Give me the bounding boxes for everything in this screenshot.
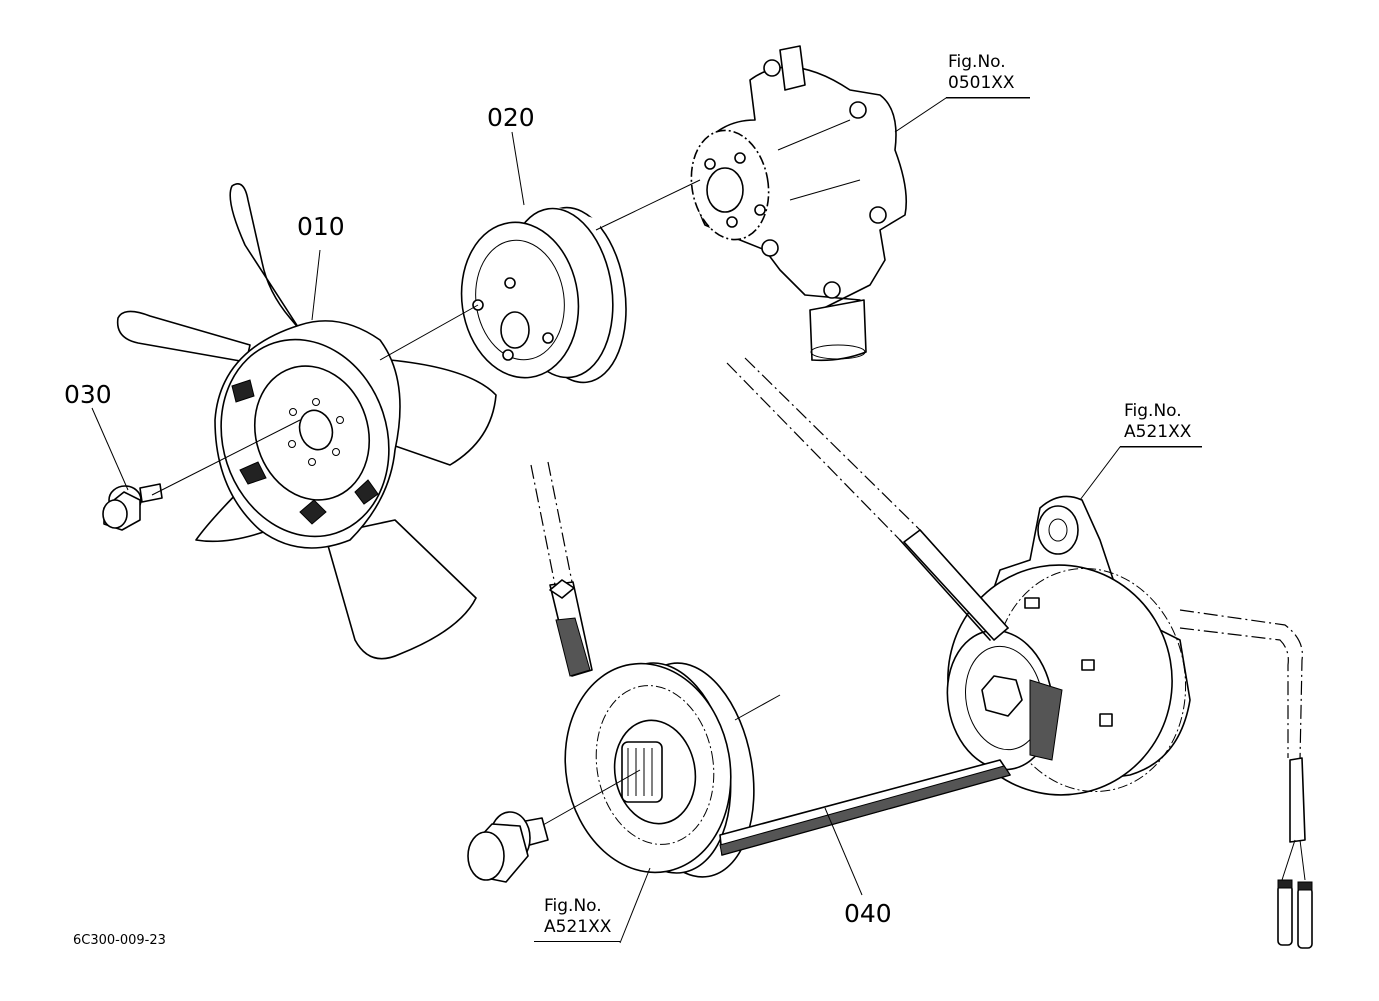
reference-underline [534,941,620,942]
reference-alternator[interactable]: Fig.No. A521XX [1124,401,1191,443]
v-belt-icon [530,357,1063,856]
reference-code: 0501XX [948,73,1015,93]
bolt-icon [102,483,163,531]
reference-label: Fig.No. [948,52,1006,72]
drawing-code: 6C300-009-23 [73,933,166,948]
part-number-030: 030 [64,380,112,409]
reference-code: A521XX [1124,422,1192,442]
fan-pulley-icon [460,205,627,384]
reference-code: A521XX [544,917,612,937]
water-pump-icon [690,45,908,362]
reference-label: Fig.No. [544,896,602,916]
leader-lines [91,97,1202,944]
reference-water-pump[interactable]: Fig.No. 0501XX [948,52,1015,94]
reference-underline [946,97,1030,98]
part-number-010: 010 [297,212,345,241]
reference-underline [1120,446,1202,447]
crank-pulley-icon [564,662,755,878]
part-number-020: 020 [487,103,535,132]
bolt-icon [467,811,549,883]
reference-crank-pulley[interactable]: Fig.No. A521XX [544,896,611,938]
reference-label: Fig.No. [1124,401,1182,421]
part-number-040: 040 [844,899,892,928]
alternator-icon [946,495,1313,949]
fan-icon [116,183,497,660]
